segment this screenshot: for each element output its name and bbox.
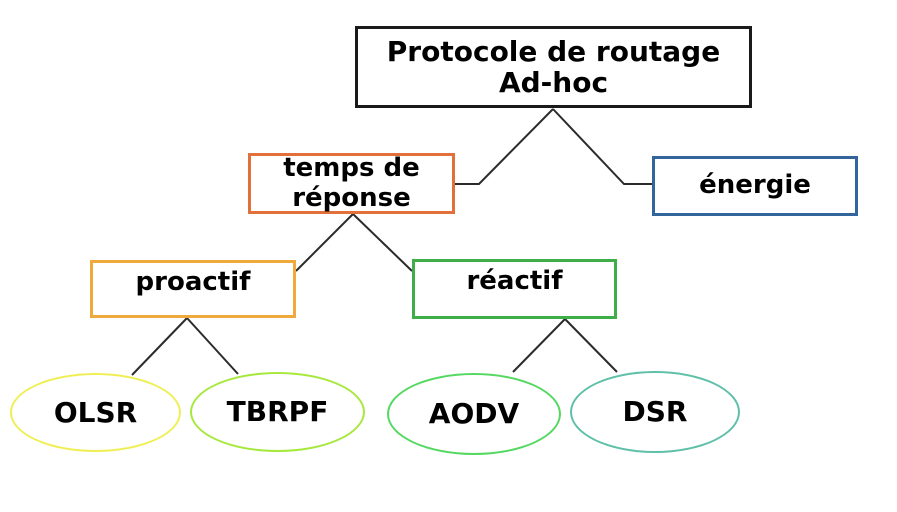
node-aodv: AODV: [387, 373, 561, 455]
node-label-line: temps de: [283, 153, 420, 184]
node-label-line: Protocole de routage: [386, 34, 721, 68]
edge-temps-to-reactif: [352, 213, 413, 272]
node-reactif: réactif: [412, 259, 617, 319]
node-label-line: réponse: [292, 182, 411, 213]
node-label: énergie: [699, 170, 811, 201]
node-tbrpf: TBRPF: [190, 372, 365, 452]
node-dsr: DSR: [570, 371, 740, 453]
node-label-line: Ad-hoc: [498, 66, 609, 99]
edge-temps-to-proactif: [295, 213, 354, 272]
node-protocole-routage-adhoc: Protocole de routage Ad-hoc: [355, 26, 752, 108]
node-olsr: OLSR: [10, 373, 181, 452]
node-energie: énergie: [652, 156, 858, 216]
edge-proactif-to-tbrpf: [186, 317, 239, 375]
node-temps-de-reponse: temps de réponse: [248, 153, 455, 214]
node-label: DSR: [622, 395, 688, 429]
node-label: réactif: [466, 266, 563, 296]
edge-reactif-to-dsr: [564, 318, 618, 373]
edge-root-to-energie: [552, 108, 652, 185]
node-label: OLSR: [53, 395, 138, 429]
node-label: proactif: [135, 267, 251, 297]
edge-proactif-to-olsr: [131, 317, 188, 376]
node-label: AODV: [428, 397, 520, 431]
node-label: TBRPF: [226, 395, 329, 429]
edge-reactif-to-aodv: [512, 318, 566, 373]
edge-root-to-temps: [455, 108, 554, 185]
node-proactif: proactif: [90, 260, 296, 318]
